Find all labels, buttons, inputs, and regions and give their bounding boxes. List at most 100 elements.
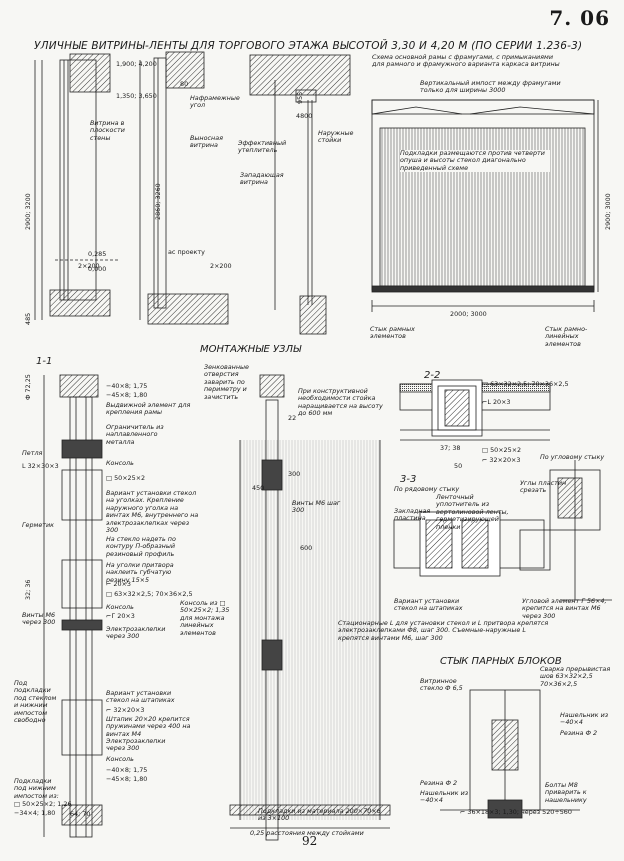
dim-0285: 0,285 [88, 250, 107, 258]
elevation-2 [139, 51, 229, 325]
sheet-number: 7. 06 [549, 6, 610, 30]
dim-1350: 1,350; 3,650 [116, 92, 157, 100]
shag-st-note: 0,25 расстояния между стойками [250, 829, 364, 837]
dim-955: 955 [296, 91, 304, 104]
uglovoi-note: Угловой элемент Г 56×4, крепится на винт… [522, 597, 607, 620]
section-pair-title: СТЫК ПАРНЫХ БЛОКОВ [440, 656, 562, 667]
mounting-column [229, 374, 391, 841]
konsol3-label: Консоль [106, 755, 134, 763]
elzak-note: Электрозаклепки через 300 [106, 625, 166, 641]
section-2-2 [399, 379, 551, 441]
po-ryad-label: По рядовому стыку [394, 485, 460, 493]
germetik-label: Герметик [22, 521, 55, 529]
dim-20x3c: ⌐L 20×3 [482, 398, 511, 406]
elevation-3 [249, 54, 351, 335]
ogran-note: Ограничитель из наплавленного металла [106, 423, 164, 446]
rezina2-label: Резина Ф 2 [560, 729, 598, 737]
zapad-label: Западающая витрина [240, 171, 284, 187]
styk-rl-label: Стык рамно-линейных элементов [545, 325, 588, 348]
dim-20x3: ⌐ 20×3 [106, 580, 131, 588]
konsol2-label: Консоль [106, 603, 134, 611]
dim-4800: 4800 [296, 112, 313, 120]
konsol-l-note: Консоль из □ 50×25×2; 1,35 для монтажа л… [180, 599, 230, 637]
label-3-3: 3-3 [400, 474, 417, 485]
section-mounting-title: МОНТАЖНЫЕ УЗЛЫ [200, 344, 302, 355]
dim-40b: −40×8; 1,75 [106, 382, 148, 390]
dim-600: 600 [300, 544, 313, 552]
shtapik-note: Штапик 20×20 крепится пружинами через 40… [106, 715, 191, 738]
dim-45: −45×8; 1,80 [106, 775, 148, 783]
lent-upl-note: Ленточный уплотнитель из вертолиновой ле… [436, 493, 509, 531]
dim-63: □ 63×32×2,5; 70×36×2,5 [106, 590, 193, 598]
elzak2-note: Электрозаклепки через 300 [106, 737, 166, 753]
dim-2900-3200: 2900; 3200 [24, 193, 32, 230]
vitr-plosk-label: Витрина в плоскости стены [90, 119, 125, 142]
dim-2860: 2860; 3260 [154, 183, 162, 220]
impost-note: Вертикальный импост между фрамугами толь… [420, 79, 561, 95]
vinty-label: Винты М6 через 300 [22, 611, 56, 627]
dim-20x3b: ⌐Г 20×3 [106, 612, 135, 620]
scheme-frame [371, 99, 599, 312]
dim-63b: □ 63×32×2,5; 70×36×2,5 [482, 380, 569, 388]
vint-m6-note: Винты М6 шаг 300 [292, 499, 341, 515]
dim-50x25: □ 50×25×2; 1,26 [14, 800, 72, 808]
dim-300: 300 [288, 470, 301, 478]
styk-ram-label: Стык рамных элементов [370, 325, 415, 341]
dim-40: −40×8; 1,75 [106, 766, 148, 774]
rezina1-label: Резина Ф 2 [420, 779, 458, 787]
konsol-label: Консоль [106, 459, 134, 467]
var2-note: Вариант установки стекол на штапиках [106, 689, 175, 705]
dim-50x25b: □ 50×25×2 [482, 446, 522, 454]
dim-1900: 1,900; 4,200 [116, 60, 157, 68]
dim-32x20: ⌐ 32×20×3 [482, 456, 521, 464]
vydv-note: Выдвижной элемент для крепления рамы [106, 401, 191, 417]
nashel1-label: Нашельник из −40×4 [420, 789, 469, 805]
corner-joint [549, 460, 612, 601]
effect-label: Эффективный утеплитель [238, 139, 287, 155]
var1-note: Вариант установки стекол на уголках. Кре… [106, 489, 199, 535]
dim-32x2: ⌐ 32×20×3 [106, 706, 145, 714]
stac-note: Стационарные L для установки стекол и L … [338, 619, 549, 642]
na-ugolki-note: На уголки притвора наклеить губчатую рез… [106, 561, 174, 584]
narug-label: Наружные стойки [318, 129, 354, 145]
pod-nad-note: Под подкладки под стеклом и нижним импос… [14, 679, 57, 725]
pri-konstr-note: При конструктивной необходимости стойка … [298, 387, 383, 418]
po-uglov-label: По угловому стыку [540, 453, 605, 461]
vitr-steklo-label: Витринное стекло Ф 6,5 [420, 677, 463, 693]
section-1-1 [43, 374, 103, 838]
zenk-note: Зенкованные отверстия заварить по периме… [204, 363, 249, 401]
vynos-label: Выносная витрина [190, 134, 223, 150]
dim-0000: 0,000 [88, 265, 107, 273]
label-1-1: 1-1 [36, 356, 53, 367]
nashel2-label: Нашельник из −40×4 [560, 711, 609, 727]
dim-80: 80 [180, 80, 189, 88]
dim-37: 37; 38 [440, 444, 461, 452]
nafr-label: Нафрамежные угол [190, 94, 240, 110]
dim-72: Ф 72,25 [24, 374, 32, 400]
elevation-1 [34, 53, 120, 320]
dim-450: 450 [252, 484, 265, 492]
svarka-note: Сварка прерывистая шов 63×32×2,5 70×36×2… [540, 665, 611, 688]
dim-34: −34×4; 1,80 [14, 809, 56, 817]
zaklad-note: Закладная пластина [394, 507, 431, 523]
dim-2900-3000: 2900; 3000 [604, 193, 612, 230]
ugly-note: Углы пластин срезать [520, 479, 567, 495]
podkl-mat-note: Подкладки из материала 200×70×6 из 3×100 [258, 807, 381, 823]
dim-22: 22 [288, 414, 297, 422]
pair-block-joint [440, 689, 580, 819]
section-3-3 [393, 511, 551, 577]
dim-50: 50 [454, 462, 463, 470]
boltm-note: Болты М8 приварить к нашельнику [545, 781, 587, 804]
petlya-label: Петля [22, 449, 43, 457]
scheme-note: Схема основной рамы с фрамугами, с примы… [372, 53, 560, 69]
podkl-nij-note: Подкладки под нижним импостом из: [14, 777, 59, 800]
dim-ap: ас проекту [168, 248, 205, 256]
dim-2x200b: 2×200 [210, 262, 232, 270]
na-steklo-note: На стекло надеть по контуру П-образный р… [106, 535, 176, 558]
dim-2000: 2000; 3000 [450, 310, 487, 318]
dim-2x200: 2×200 [78, 262, 100, 270]
dim-45b: −45×8; 1,80 [106, 391, 148, 399]
dim-6470: 64; 70 [70, 810, 91, 818]
